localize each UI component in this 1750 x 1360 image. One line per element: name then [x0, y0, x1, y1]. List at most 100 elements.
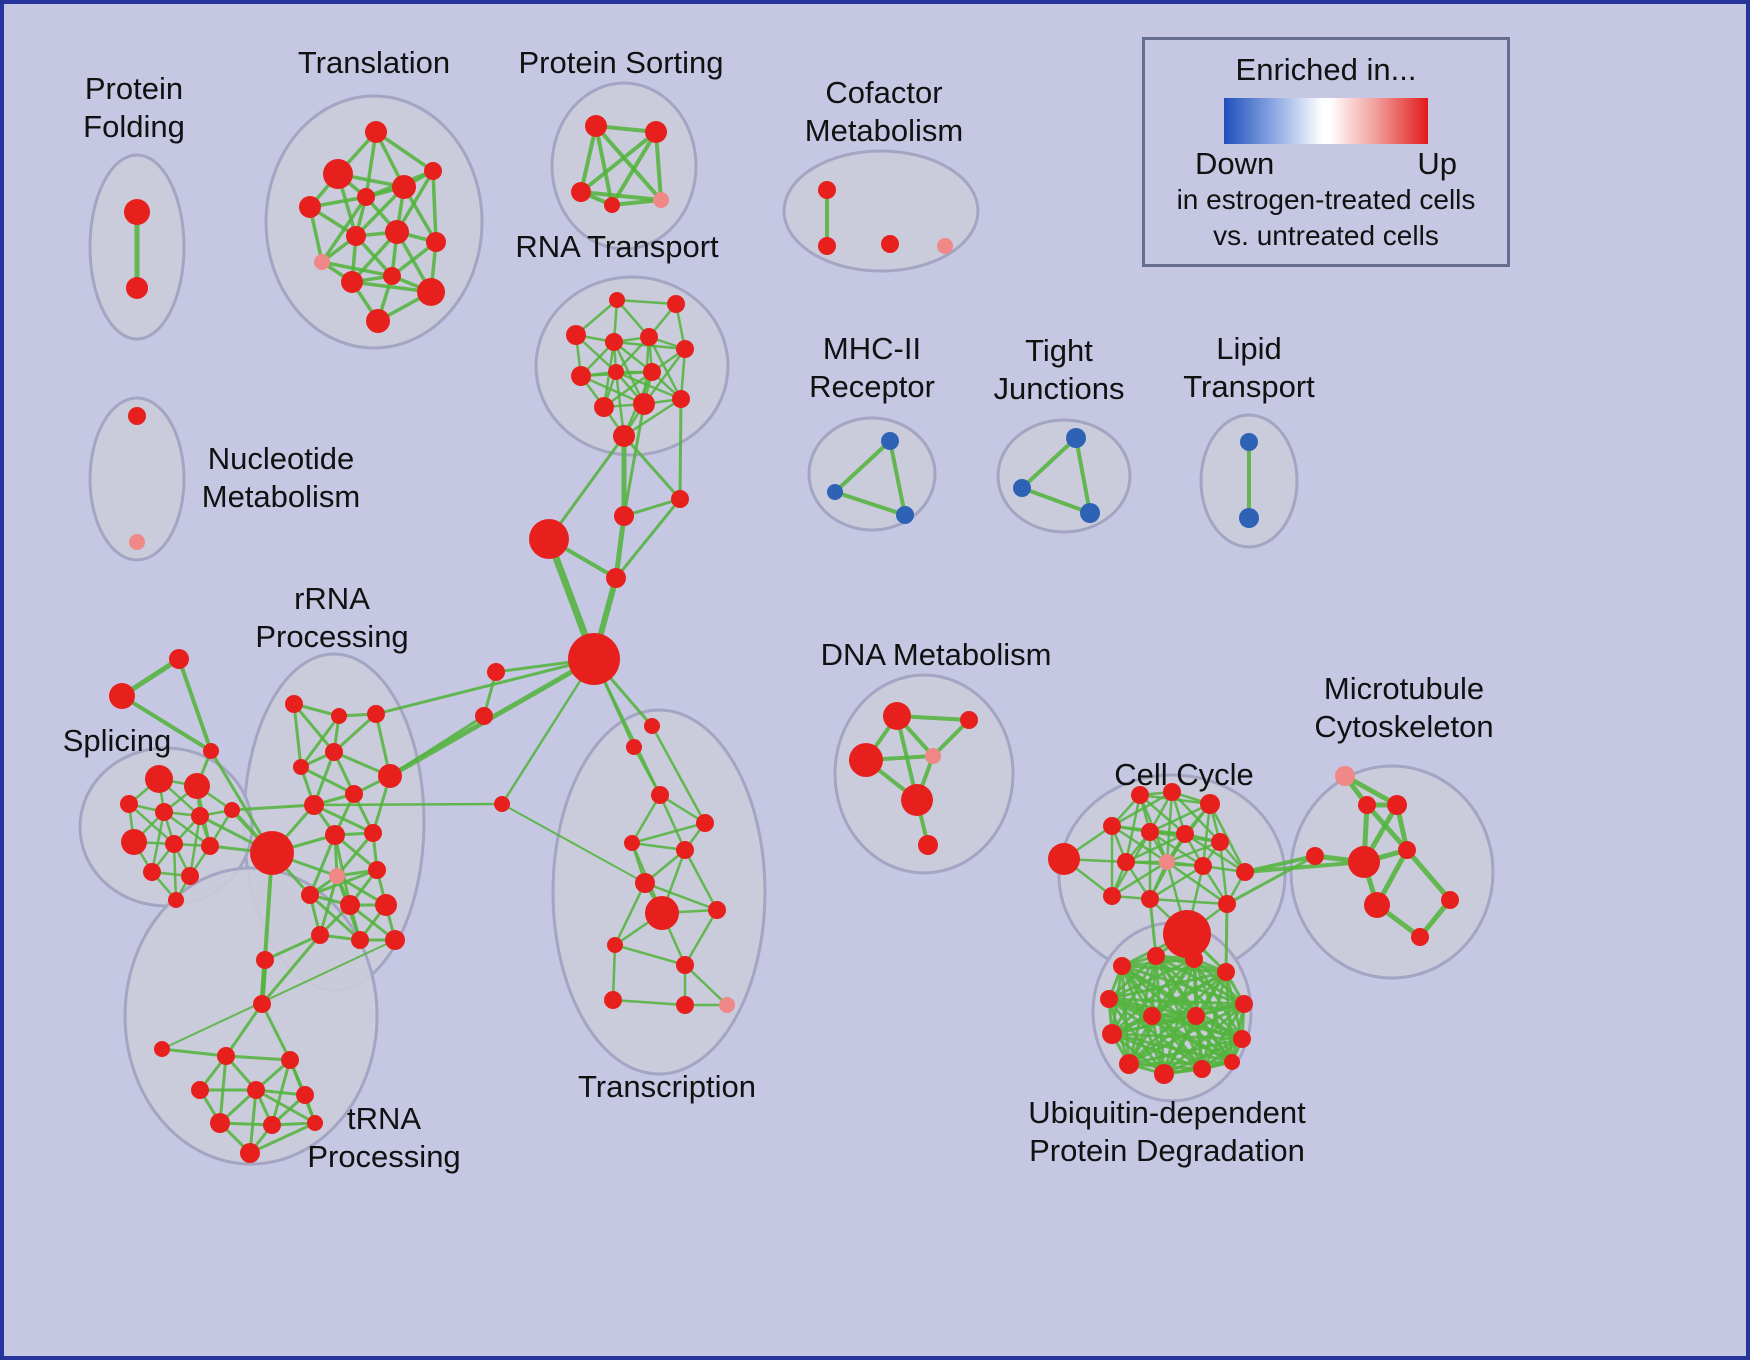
gene-set-node-c1: [818, 181, 836, 199]
enrichment-edge: [374, 657, 596, 716]
gene-set-node-mc2: [1358, 796, 1376, 814]
enrichment-edge: [833, 439, 892, 494]
gene-set-node-tx1: [626, 739, 642, 755]
gene-set-node-hub: [568, 633, 620, 685]
gene-set-node-rr1: [285, 695, 303, 713]
gene-set-node-tn1: [253, 995, 271, 1013]
gene-set-node-tn3: [281, 1051, 299, 1069]
legend-title: Enriched in...: [1235, 52, 1417, 87]
cluster-label-line: Tight: [1025, 333, 1093, 368]
cluster-label-line: Protein: [84, 71, 184, 106]
gene-set-node-tn0: [154, 1041, 170, 1057]
enrichment-edge: [299, 714, 341, 769]
gene-set-node-tn5: [247, 1081, 265, 1099]
enrichment-edge: [683, 963, 729, 1007]
gene-set-node-s5: [191, 807, 209, 825]
cluster-label-line: Ubiquitin-dependent: [1028, 1095, 1306, 1130]
gene-set-node-c2: [818, 237, 836, 255]
gene-set-node-tn10: [240, 1143, 260, 1163]
cluster-ellipse-rt: [534, 275, 730, 457]
gene-set-node-rr3: [367, 705, 385, 723]
gene-set-node-rr9: [250, 831, 294, 875]
enrichment-edge: [1148, 897, 1158, 958]
gene-set-node-tx13: [719, 997, 735, 1013]
cluster-label-tr: Translation: [298, 44, 450, 82]
gene-set-node-r5: [640, 328, 658, 346]
enrichment-edge: [594, 124, 614, 207]
enrichment-edge: [1020, 486, 1092, 515]
enrichment-edge: [611, 943, 617, 1002]
cluster-label-line: Folding: [83, 108, 185, 144]
gene-set-node-j1: [1066, 428, 1086, 448]
gene-set-node-s7: [121, 829, 147, 855]
gene-set-node-rr16: [375, 894, 397, 916]
gene-set-node-rr10: [325, 825, 345, 845]
enrichment-edge: [1150, 957, 1196, 1018]
gene-set-node-p3: [571, 182, 591, 202]
enrichment-edge: [1120, 964, 1246, 1006]
gene-set-node-s9: [201, 837, 219, 855]
enrichment-edge: [177, 657, 213, 753]
gene-set-node-ub3: [1185, 950, 1203, 968]
enrichment-edge: [248, 1088, 258, 1155]
gene-set-node-s6: [224, 802, 240, 818]
gene-set-node-ub1: [1113, 957, 1131, 975]
cluster-label-line: Processing: [307, 1138, 461, 1174]
gene-set-node-r6: [676, 340, 694, 358]
enrichment-edge: [320, 260, 394, 278]
gene-set-node-tx3: [696, 814, 714, 832]
gene-set-node-ub9: [1119, 1054, 1139, 1074]
gene-set-node-t6: [424, 162, 442, 180]
gene-set-node-d5: [901, 784, 933, 816]
enrichment-edge: [579, 130, 658, 194]
gene-set-node-t12: [383, 267, 401, 285]
cluster-ellipse-cf: [782, 149, 980, 273]
gene-set-node-tx2: [651, 786, 669, 804]
cluster-label-line: Junctions: [993, 370, 1125, 406]
gene-set-node-tx11: [604, 991, 622, 1009]
gene-set-node-r10: [594, 397, 614, 417]
enrichment-edge: [224, 1002, 264, 1058]
gene-set-node-m1: [881, 432, 899, 450]
legend: Enriched in... Down Up in estrogen-treat…: [1142, 37, 1510, 267]
enrichment-edge: [292, 702, 303, 769]
cluster-label-sp: Splicing: [63, 722, 172, 760]
gene-set-node-s1: [145, 765, 173, 793]
gene-set-node-cc13: [1103, 887, 1121, 905]
gene-set-node-ub11: [1193, 1060, 1211, 1078]
gene-set-node-cc12: [1236, 863, 1254, 881]
cluster-ellipse-ps: [550, 81, 698, 251]
gene-set-node-rr2: [331, 708, 347, 724]
gene-set-node-tx4: [624, 835, 640, 851]
gene-set-node-p1: [585, 115, 607, 137]
enrichment-edge: [613, 943, 687, 967]
gene-set-node-ub2: [1147, 947, 1165, 965]
cluster-label-line: Metabolism: [201, 478, 361, 514]
gene-set-node-tn8: [263, 1116, 281, 1134]
gene-set-node-r7: [571, 366, 591, 386]
enrichment-edge: [1201, 802, 1212, 868]
gene-set-node-cc14: [1141, 890, 1159, 908]
enrichment-edge: [1150, 1014, 1204, 1071]
gene-set-node-ub5: [1100, 990, 1118, 1008]
gene-set-node-rr5: [293, 759, 309, 775]
gene-set-node-cc8: [1211, 833, 1229, 851]
gene-set-node-t13: [417, 278, 445, 306]
enrichment-edge: [263, 933, 322, 962]
enrichment-edge: [1107, 997, 1246, 1006]
enrichment-edge: [622, 402, 646, 518]
gene-set-node-m2: [827, 484, 843, 500]
enrichment-edge: [1165, 840, 1222, 864]
gene-set-node-rr20: [256, 951, 274, 969]
gene-set-node-tx10: [676, 956, 694, 974]
gene-set-node-r8: [608, 364, 624, 380]
gene-set-node-t2: [323, 159, 353, 189]
enrichment-edge: [579, 124, 598, 194]
gene-set-node-tx8: [708, 901, 726, 919]
gene-set-node-s11: [181, 867, 199, 885]
